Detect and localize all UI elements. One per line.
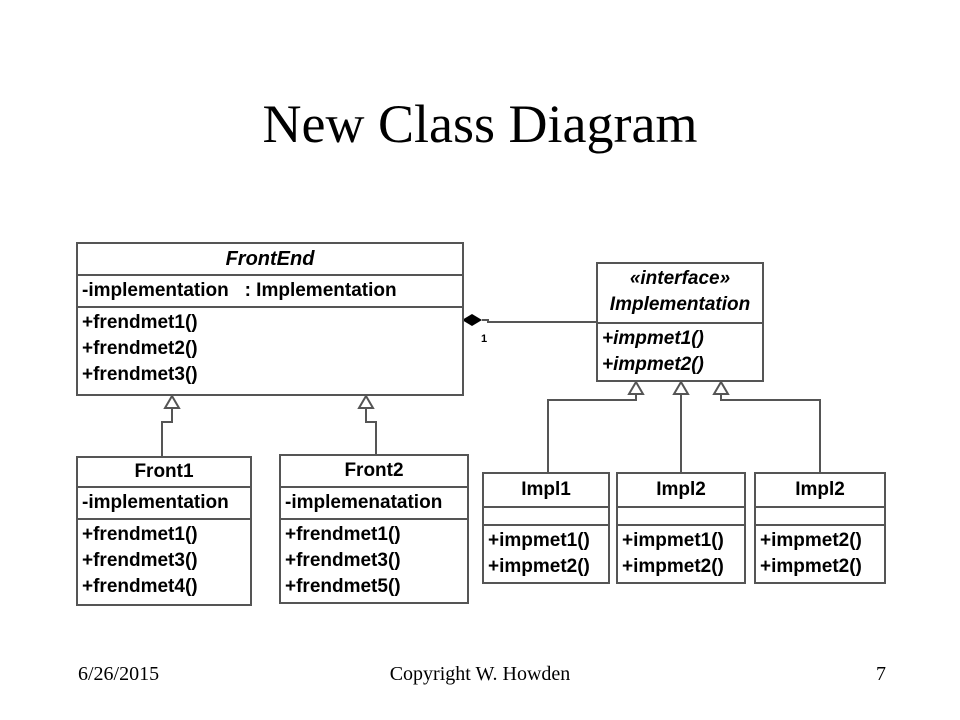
- class-frontend-attributes: -implementation : Implementation: [78, 274, 462, 306]
- method: +frendmet3(): [82, 550, 198, 571]
- method: +frendmet1(): [82, 524, 198, 545]
- method: +frendmet5(): [285, 576, 401, 597]
- inheritance-front2: [357, 394, 377, 454]
- method: +impmet2(): [602, 354, 704, 375]
- method: +impmet1(): [488, 530, 590, 551]
- class-impl2-second-methods: +impmet2() +impmet2(): [756, 524, 884, 580]
- method: +frendmet1(): [285, 524, 401, 545]
- method: +impmet2(): [760, 530, 862, 551]
- class-front2-methods: +frendmet1() +frendmet3() +frendmet5(): [281, 518, 467, 600]
- class-front1: Front1 -implementation +frendmet1() +fre…: [76, 456, 252, 606]
- class-impl2-second-attributes: [756, 506, 884, 524]
- class-impl2-second: Impl2 +impmet2() +impmet2(): [754, 472, 886, 584]
- class-implementation-header: «interface» Implementation: [598, 264, 762, 322]
- method: +impmet2(): [622, 556, 724, 577]
- realization-impl2a: [672, 380, 690, 472]
- composition-connector: 1: [462, 314, 598, 345]
- class-impl2-methods: +impmet1() +impmet2(): [618, 524, 744, 580]
- class-impl1-name: Impl1: [521, 479, 571, 500]
- class-impl2-second-name: Impl2: [795, 479, 845, 500]
- method: +frendmet3(): [82, 364, 198, 385]
- method: +frendmet1(): [82, 312, 198, 333]
- method: +impmet1(): [622, 530, 724, 551]
- method: +impmet2(): [760, 556, 862, 577]
- footer-page-number: 7: [876, 663, 886, 685]
- attribute: -implementation : Implementation: [82, 280, 397, 301]
- realization-impl2b: [712, 380, 821, 472]
- class-implementation-methods: +impmet1() +impmet2(): [598, 322, 762, 378]
- class-impl1: Impl1 +impmet1() +impmet2(): [482, 472, 610, 584]
- multiplicity-label: 1: [481, 333, 487, 345]
- realization-impl1: [547, 380, 645, 472]
- class-impl2-attributes: [618, 506, 744, 524]
- class-implementation: «interface» Implementation +impmet1() +i…: [596, 262, 764, 382]
- class-impl1-methods: +impmet1() +impmet2(): [484, 524, 608, 580]
- class-front2-name: Front2: [344, 460, 404, 481]
- class-impl1-attributes: [484, 506, 608, 524]
- method: +frendmet2(): [82, 338, 198, 359]
- inheritance-front1: [161, 394, 181, 456]
- composition-diamond: [462, 314, 482, 326]
- class-front1-name: Front1: [134, 461, 194, 482]
- class-front2: Front2 -implemenatation +frendmet1() +fr…: [279, 454, 469, 604]
- footer-copyright: Copyright W. Howden: [389, 663, 571, 685]
- class-front1-methods: +frendmet1() +frendmet3() +frendmet4(): [78, 518, 250, 600]
- attribute: -implemenatation: [285, 492, 443, 513]
- stereotype-label: «interface»: [629, 268, 731, 289]
- method: +frendmet4(): [82, 576, 198, 597]
- slide-title: New Class Diagram: [262, 94, 698, 154]
- class-front2-attributes: -implemenatation: [281, 486, 467, 518]
- class-front1-attributes: -implementation: [78, 486, 250, 518]
- attribute: -implementation: [82, 492, 229, 513]
- method: +impmet1(): [602, 328, 704, 349]
- class-implementation-name: Implementation: [609, 294, 751, 315]
- class-frontend: FrontEnd -implementation : Implementatio…: [76, 242, 464, 396]
- footer-date: 6/26/2015: [78, 663, 160, 685]
- class-frontend-name: FrontEnd: [225, 248, 315, 270]
- method: +frendmet3(): [285, 550, 401, 571]
- class-impl2: Impl2 +impmet1() +impmet2(): [616, 472, 746, 584]
- class-frontend-methods: +frendmet1() +frendmet2() +frendmet3(): [78, 306, 462, 388]
- method: +impmet2(): [488, 556, 590, 577]
- class-impl2-name: Impl2: [656, 479, 706, 500]
